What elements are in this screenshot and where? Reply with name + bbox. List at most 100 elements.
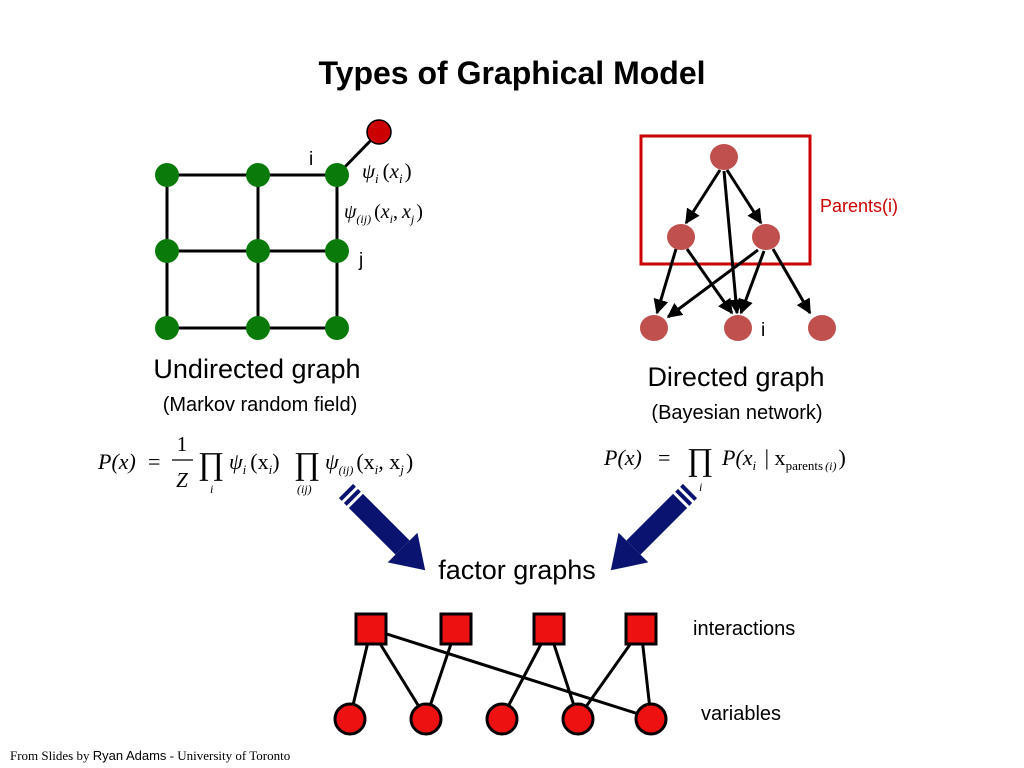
formula-frac-den: Z [176, 468, 188, 492]
directed-subcaption: (Bayesian network) [651, 402, 822, 424]
psi-subscript: i [375, 171, 379, 186]
arrow-dash [343, 488, 361, 506]
psi1-symbol: ψ [229, 449, 243, 474]
psi-var2: x [401, 201, 411, 223]
arrow-dash [675, 488, 693, 506]
rhs-open: P(x [721, 445, 753, 470]
formula-eq: = [658, 445, 670, 470]
psi1-arg-sub: i [269, 462, 273, 477]
formula-product: ∏ [687, 441, 713, 477]
psi-single-potential: ψi(xi) [362, 159, 412, 186]
psi-var1: x [380, 201, 390, 223]
factor-edge [370, 627, 652, 720]
variables-label: variables [701, 703, 781, 725]
mrf-node [155, 239, 179, 263]
arrow-dash [338, 483, 356, 501]
undirected-graph: i j ψi(xi) ψ(ij)(xi,xj) Undirected graph… [97, 119, 423, 496]
psi2-arg-close: ) [406, 449, 413, 474]
psi2-subscript: (ij) [339, 463, 354, 477]
mrf-node [246, 239, 270, 263]
interactions-label: interactions [693, 618, 795, 640]
mrf-node-i [325, 163, 349, 187]
psi-var-subscript: i [399, 171, 403, 186]
arrow-head [610, 532, 649, 571]
bn-node [752, 224, 780, 250]
psi-open: ( [383, 159, 390, 183]
formula-product-sub: i [699, 480, 702, 494]
bn-edge [666, 248, 759, 319]
bn-node [808, 315, 836, 341]
bn-edge [685, 248, 734, 315]
psi-subscript: (ij) [356, 212, 371, 226]
formula-lhs: P(x) [603, 445, 642, 470]
bn-edge [722, 170, 744, 315]
slide-title: Types of Graphical Model [318, 55, 705, 91]
bn-edge [684, 169, 722, 225]
formula-product2: ∏ [294, 445, 320, 481]
rhs-close: ) [838, 445, 845, 470]
undirected-subcaption: (Markov random field) [163, 394, 358, 416]
bn-edge [771, 248, 812, 315]
parents-box [639, 134, 812, 266]
variable-node [485, 702, 519, 736]
mrf-node [325, 316, 349, 340]
rhs-parents-idx: (i) [825, 459, 836, 473]
formula-product: ∏ [198, 445, 224, 481]
factor-node [532, 612, 566, 646]
undirected-formula: P(x) = 1 Z ∏ i ψi(xi) ∏ (ij) ψ(ij)(xi, x… [97, 432, 413, 496]
mrf-edges [165, 130, 381, 330]
formula-eq: = [148, 449, 160, 474]
mrf-observed-node [366, 119, 392, 145]
psi-var2-subscript: j [409, 212, 415, 226]
formula-frac-num: 1 [177, 432, 188, 456]
psi-var1-subscript: i [390, 212, 393, 226]
psi-pair-potential: ψ(ij)(xi,xj) [344, 201, 423, 226]
formula-rhs: P(xi | xparents(i)) [721, 445, 846, 473]
psi2-symbol: ψ [325, 449, 339, 474]
variable-nodes [333, 702, 668, 736]
bn-edge [725, 169, 763, 225]
factor-node [354, 612, 388, 646]
formula-psi1: ψi(xi) [229, 449, 280, 477]
psi1-subscript: i [243, 462, 247, 477]
psi-close: ) [416, 201, 423, 223]
formula-product-sub: i [210, 482, 213, 496]
arrow-shaft [626, 493, 688, 555]
variable-node [561, 702, 595, 736]
bn-node-i [724, 315, 752, 341]
bn-node [640, 315, 668, 341]
variable-node [409, 702, 443, 736]
bn-edges [653, 169, 812, 319]
mrf-node [246, 163, 270, 187]
mrf-node-j [325, 239, 349, 263]
rhs-parents-sub: parents [786, 458, 824, 473]
psi-close: ) [405, 159, 412, 183]
undirected-caption: Undirected graph [153, 354, 360, 384]
psi2-arg-sub2: j [398, 462, 404, 477]
credit-author: Ryan Adams [92, 748, 167, 763]
psi-symbol: ψ [362, 159, 376, 183]
factor-node [624, 612, 658, 646]
mrf-nodes [155, 119, 392, 340]
rhs-bar: | x [759, 445, 785, 470]
mrf-node [246, 316, 270, 340]
mrf-label-i: i [309, 149, 313, 170]
credit-line: From Slides by Ryan Adams - University o… [10, 748, 290, 764]
psi2-arg-sub1: i [375, 462, 379, 477]
bn-node [710, 144, 738, 170]
factor-nodes [354, 612, 658, 646]
formula-lhs: P(x) [97, 449, 136, 474]
right-big-arrow [610, 483, 698, 571]
variable-node [634, 702, 668, 736]
parents-label: Parents(i) [820, 196, 898, 216]
arrow-dash [680, 483, 698, 501]
rhs-sub: i [753, 458, 757, 473]
mrf-node [155, 316, 179, 340]
directed-caption: Directed graph [647, 362, 824, 392]
formula-psi2: ψ(ij)(xi, xj) [325, 449, 413, 477]
psi-open: ( [374, 201, 381, 223]
formula-product2-sub: (ij) [297, 482, 312, 496]
psi1-arg-close: ) [272, 449, 279, 474]
